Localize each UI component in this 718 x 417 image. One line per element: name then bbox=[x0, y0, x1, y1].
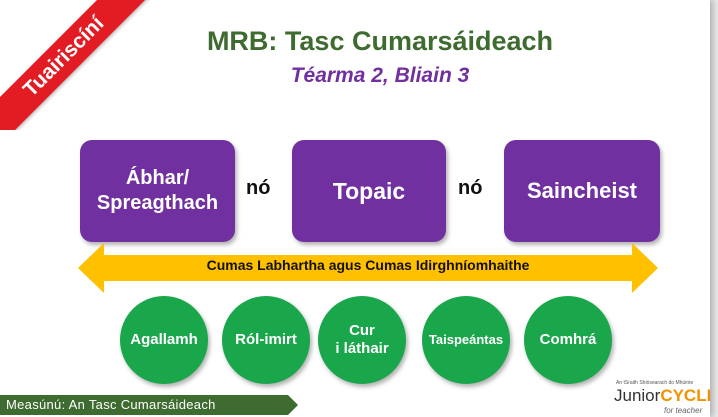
circle-cur-i-lathair: Cur i láthair bbox=[318, 296, 406, 384]
box-label: Topaic bbox=[332, 177, 406, 204]
brand-cycle: CYCLE bbox=[660, 386, 710, 405]
brand-junior: Junior bbox=[614, 386, 661, 405]
page-title: MRB: Tasc Cumarsáideach bbox=[206, 26, 554, 56]
connector-no: nó bbox=[458, 177, 483, 199]
connector-no: nó bbox=[246, 177, 271, 199]
junior-cycle-logo: JuniorCYCLE bbox=[614, 386, 710, 406]
brand-tagline: An tSraith Shóisearach do Mhúinte bbox=[616, 380, 694, 386]
footer-label: Measúnú: An Tasc Cumarsáideach bbox=[6, 397, 216, 412]
page-subtitle: Téarma 2, Bliain 3 bbox=[290, 64, 470, 87]
box-abhar-spreagthach: Ábhar/ Spreagthach bbox=[80, 140, 235, 242]
circle-label-line2: i láthair bbox=[335, 340, 389, 357]
double-arrow-icon bbox=[78, 243, 658, 293]
box-label: Saincheist bbox=[526, 178, 638, 203]
circle-comhra: Comhrá bbox=[524, 296, 612, 384]
circle-label-line1: Cur bbox=[349, 322, 375, 339]
circle-taispeantas: Taispeántas bbox=[422, 296, 510, 384]
circle-label: Ról-imirt bbox=[235, 331, 297, 348]
arrow-label: Cumas Labhartha agus Cumas Idirghníomhai… bbox=[206, 257, 530, 273]
box-label-line2: Spreagthach bbox=[96, 192, 219, 214]
circle-rol-imirt: Ról-imirt bbox=[222, 296, 310, 384]
footer-bar bbox=[0, 395, 298, 415]
box-label-line1: Ábhar/ bbox=[125, 167, 190, 189]
box-topaic: Topaic bbox=[292, 140, 446, 242]
brand-sub: for teacher bbox=[664, 406, 703, 415]
circle-label: Taispeántas bbox=[428, 332, 504, 347]
circle-label: Agallamh bbox=[130, 331, 198, 348]
box-saincheist: Saincheist bbox=[504, 140, 660, 242]
circle-agallamh: Agallamh bbox=[120, 296, 208, 384]
circle-label: Comhrá bbox=[539, 331, 597, 348]
